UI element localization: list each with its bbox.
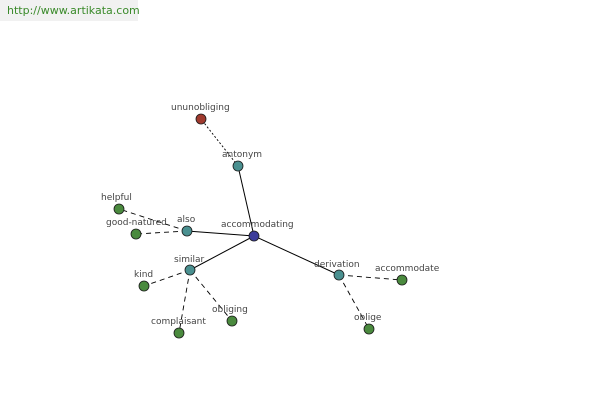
relation-node-label[interactable]: also <box>177 215 196 225</box>
edge-center-to-antonym <box>237 165 255 237</box>
edge-derivation-to-accommodate <box>338 274 403 281</box>
graph-node-derivation[interactable]: derivation <box>314 260 360 281</box>
edge-also-to-good-natured <box>135 230 188 235</box>
relation-node-circle[interactable] <box>333 269 345 281</box>
center-node-label[interactable]: accommodating <box>221 220 294 230</box>
relation-node-label[interactable]: similar <box>174 255 204 265</box>
graph-node-antonym[interactable]: antonym <box>222 150 262 172</box>
graph-node-ununobliging[interactable]: ununobliging <box>171 103 230 125</box>
word-node-label[interactable]: good-natured <box>106 218 167 228</box>
edge-derivation-to-oblige <box>338 274 370 330</box>
word-node-circle[interactable] <box>130 228 142 240</box>
word-node-label[interactable]: helpful <box>101 193 132 203</box>
word-node-circle[interactable] <box>363 323 375 335</box>
graph-node-kind[interactable]: kind <box>134 270 153 292</box>
graph-node-complaisant[interactable]: complaisant <box>151 317 206 339</box>
relation-node-label[interactable]: antonym <box>222 150 262 160</box>
site-url-link[interactable]: http://www.artikata.com <box>7 4 140 17</box>
graph-node-accommodate[interactable]: accommodate <box>375 264 440 286</box>
word-node-label[interactable]: kind <box>134 270 153 280</box>
graph-node-good-natured[interactable]: good-natured <box>106 218 167 240</box>
word-node-circle[interactable] <box>226 315 238 327</box>
graph-node-obliging[interactable]: obliging <box>212 305 248 327</box>
edge-center-to-similar <box>189 235 255 271</box>
relation-node-circle[interactable] <box>181 225 193 237</box>
word-node-circle[interactable] <box>396 274 408 286</box>
word-node-label[interactable]: ununobliging <box>171 103 230 113</box>
graph-node-similar[interactable]: similar <box>174 255 204 276</box>
edge-antonym-to-ununobliging <box>200 118 239 167</box>
graph-nodes: ununobliging helpful good-natured kind compl… <box>101 103 440 339</box>
graph-node-helpful[interactable]: helpful <box>101 193 132 215</box>
word-node-circle[interactable] <box>173 327 185 339</box>
center-node-circle[interactable] <box>248 230 260 242</box>
edge-similar-to-obliging <box>189 269 233 322</box>
edge-similar-to-complaisant <box>178 269 191 334</box>
edge-similar-to-kind <box>143 269 191 287</box>
edge-also-to-helpful <box>118 208 188 232</box>
graph-node-also[interactable]: also <box>177 215 196 237</box>
word-node-circle[interactable] <box>113 203 125 215</box>
word-node-circle[interactable] <box>138 280 150 292</box>
word-node-circle[interactable] <box>195 113 207 125</box>
relation-node-circle[interactable] <box>232 160 244 172</box>
graph-node-accommodating[interactable]: accommodating <box>221 220 294 242</box>
relation-node-circle[interactable] <box>184 264 196 276</box>
graph-node-oblige[interactable]: oblige <box>354 313 382 335</box>
url-bar: http://www.artikata.com <box>0 0 140 21</box>
word-node-label[interactable]: accommodate <box>375 264 440 274</box>
edge-center-to-also <box>186 230 255 237</box>
word-node-label[interactable]: obliging <box>212 305 248 315</box>
word-node-label[interactable]: oblige <box>354 313 382 323</box>
relation-node-label[interactable]: derivation <box>314 260 360 270</box>
graph-edges <box>118 118 403 334</box>
edge-center-to-derivation <box>253 235 340 276</box>
word-node-label[interactable]: complaisant <box>151 317 206 327</box>
